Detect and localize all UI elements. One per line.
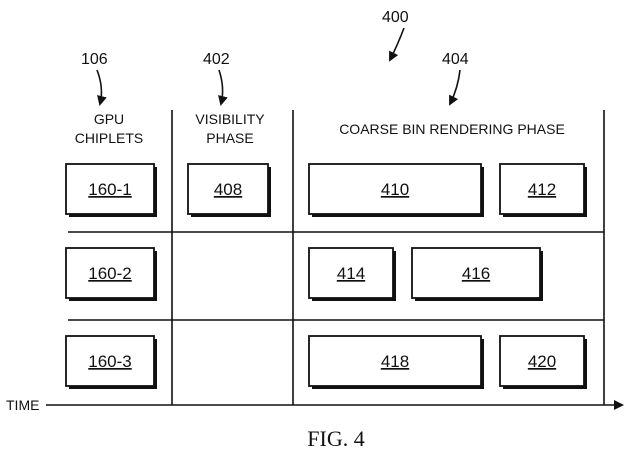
row-3: 160-3 418 420 [65,335,587,389]
box-408 [187,163,269,215]
box-414 [308,247,394,299]
header-chiplets-line1: GPU [94,111,124,127]
time-label: TIME [6,397,39,413]
box-160-3-label: 160-3 [88,352,131,371]
box-160-2-label: 160-2 [88,264,131,283]
header-visibility-line1: VISIBILITY [195,111,265,127]
box-420-label: 420 [528,352,556,371]
header-visibility-line2: PHASE [206,130,253,146]
ref-404-arrow [449,69,461,106]
row-1: 160-1 408 410 412 [65,163,587,217]
ref-106-arrow [96,69,107,106]
box-412-label: 412 [528,180,556,199]
box-418-label: 418 [381,352,409,371]
ref-106: 106 [81,51,108,68]
ref-400-arrow [389,27,405,62]
ref-402: 402 [203,51,230,68]
box-160-1 [65,163,155,215]
box-160-2 [65,247,155,299]
box-420 [499,335,585,387]
box-416-label: 416 [462,264,490,283]
row-2: 160-2 414 416 [65,247,543,301]
box-418 [308,335,482,387]
figure-caption: FIG. 4 [307,426,364,451]
ref-402-arrow [218,69,228,106]
header-coarse: COARSE BIN RENDERING PHASE [339,121,565,137]
box-408-label: 408 [214,180,242,199]
box-160-1-label: 160-1 [88,180,131,199]
box-410 [308,163,482,215]
ref-404: 404 [442,51,469,68]
box-160-3 [65,335,155,387]
box-414-label: 414 [337,264,365,283]
box-412 [499,163,585,215]
ref-400: 400 [382,9,409,26]
box-416 [411,247,541,299]
header-chiplets-line2: CHIPLETS [75,130,143,146]
box-410-label: 410 [381,180,409,199]
